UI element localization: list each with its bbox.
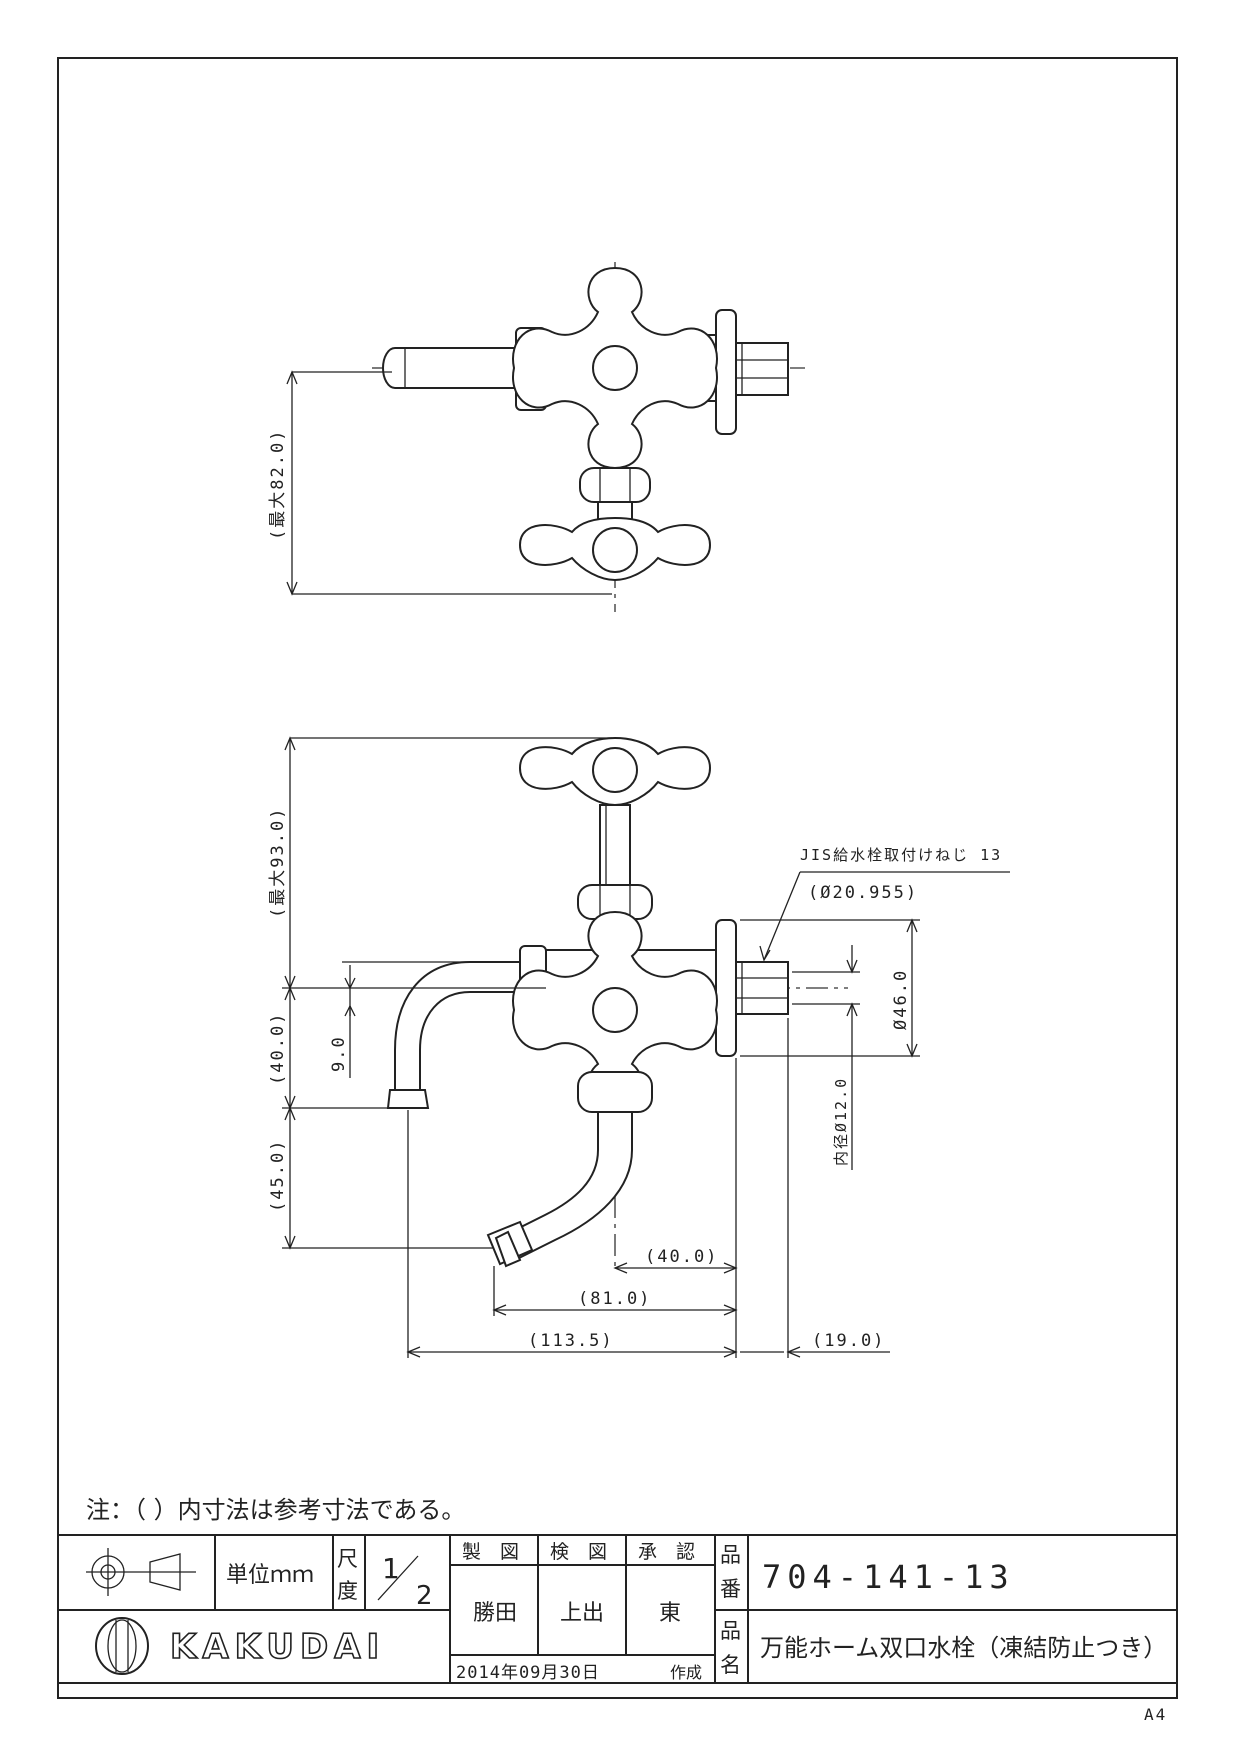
dim-h-19: (19.0) [812,1331,885,1351]
scale-denominator: 2 [416,1581,433,1611]
creation-date: 2014年09月30日 [456,1663,600,1683]
dim-flange-dia: Ø46.0 [891,969,911,1030]
front-dimensions [282,736,1010,1358]
checked-label: 検 図 [550,1541,607,1563]
dim-h-81: (81.0) [578,1289,651,1309]
drawing-frame [57,57,1178,1699]
part-name-label-bottom: 名 [720,1653,741,1677]
approved-label: 承 認 [638,1541,695,1563]
scale-numerator: 1 [382,1552,400,1585]
drawn-label: 製 図 [462,1541,519,1563]
dim-spout-height: (40.0) [268,1012,288,1085]
dim-lower-height: (45.0) [268,1139,288,1212]
part-name-label-top: 品 [720,1619,741,1643]
paper-size: A4 [1144,1705,1167,1724]
checked-by: 上出 [560,1601,604,1626]
thread-diameter: (Ø20.955) [808,883,918,903]
dim-front-max-height: (最大93.0) [268,807,288,918]
unit-label: 単位ｍｍ [226,1563,314,1588]
dim-h-40: (40.0) [645,1247,718,1267]
dim-offset-9: 9.0 [329,1035,349,1072]
top-view [286,262,805,612]
approved-by: 東 [659,1601,681,1626]
front-view [386,736,848,1268]
drawn-by: 勝田 [473,1601,517,1626]
part-no-label-bottom: 番 [720,1577,741,1601]
created-label: 作成 [670,1663,702,1682]
scale-label-top: 尺 [337,1547,358,1571]
reference-note: 注：（ ）内寸法は参考寸法である。 [86,1496,465,1524]
dim-top-max-height: (最大82.0) [268,429,288,540]
title-block [57,1534,1178,1684]
brand-name: KAKUDAI [170,1627,385,1667]
part-no-label-top: 品 [720,1543,741,1567]
dim-h-113: (113.5) [528,1331,614,1351]
kakudai-logo-mark [95,1617,149,1675]
thread-label: JIS給水栓取付けねじ 13 [800,846,1002,864]
scale-label-bottom: 度 [337,1579,358,1603]
part-name: 万能ホーム双口水栓（凍結防止つき） [760,1634,1167,1662]
dim-inner-dia: 内径Ø12.0 [832,1077,850,1166]
part-number: 704-141-13 [762,1558,1015,1596]
